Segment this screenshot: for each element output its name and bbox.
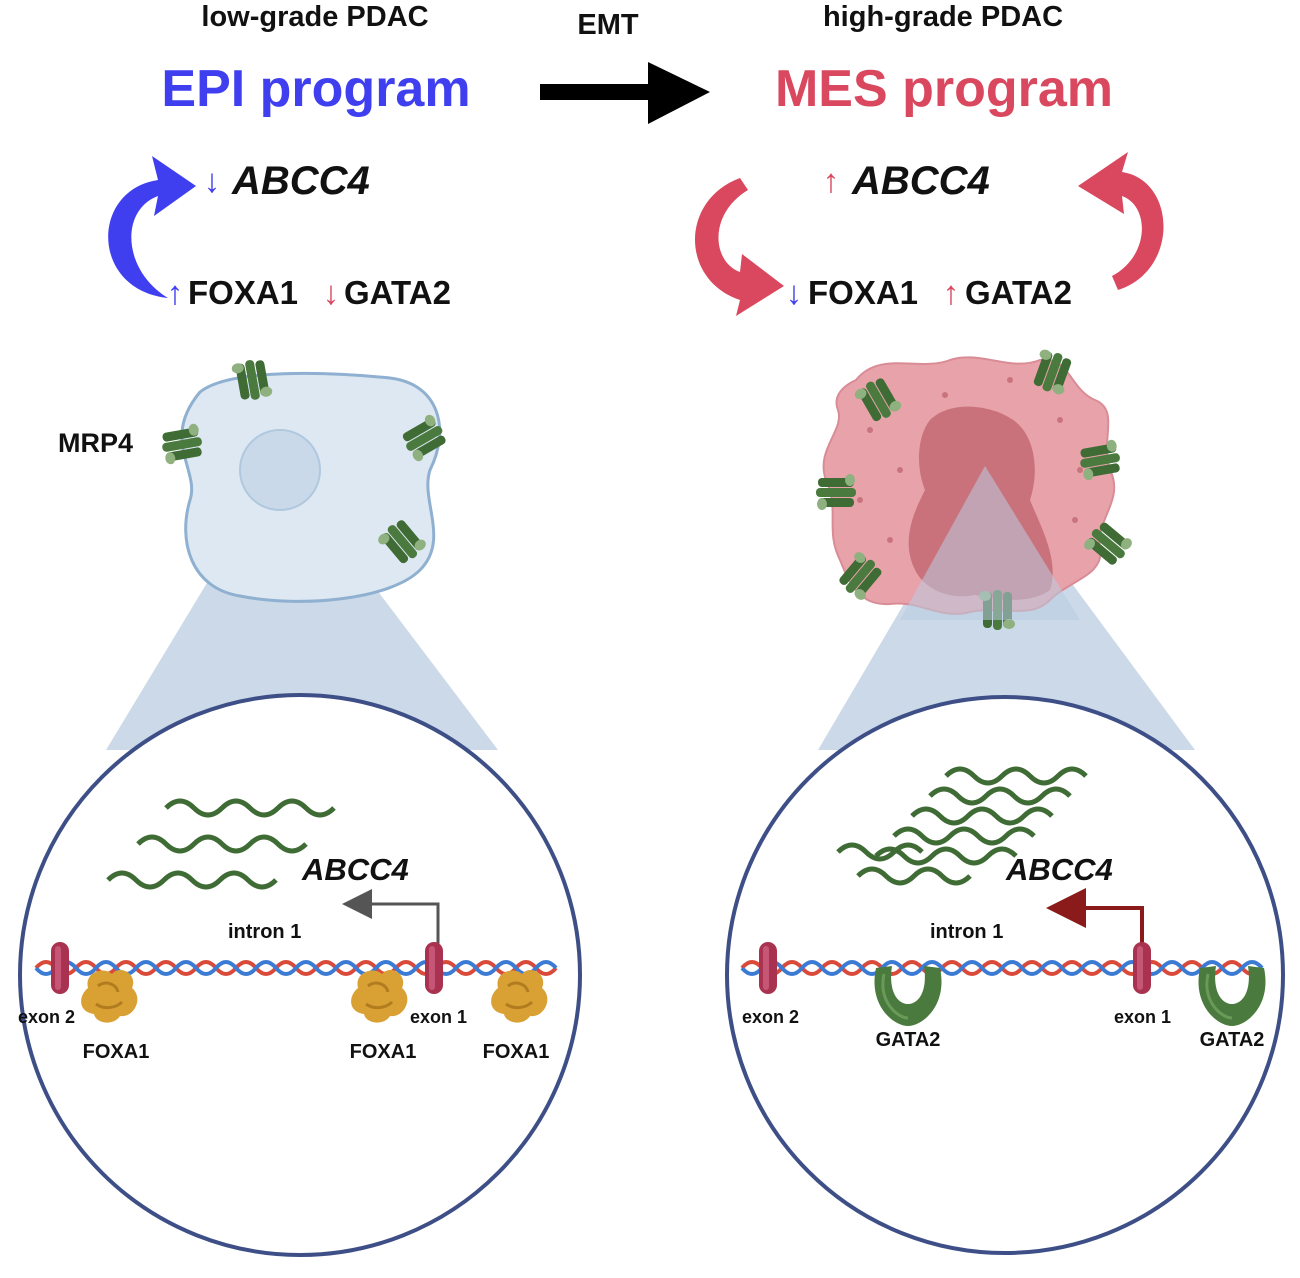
right-exon2-block — [759, 942, 777, 994]
right-gata2-factor-label: GATA2 — [876, 1029, 941, 1051]
left-intron-label: intron 1 — [228, 921, 301, 943]
right-zoom-circle — [725, 695, 1285, 1255]
emt-arrow — [540, 62, 710, 124]
right-exon1-label: exon 1 — [1114, 1007, 1171, 1027]
left-exon1-block — [425, 942, 443, 994]
right-abcc4-label: ABCC4 — [851, 159, 990, 203]
left-tss-arrow — [342, 889, 440, 950]
mrp4-label: MRP4 — [58, 428, 133, 458]
right-tss-arrow — [1046, 888, 1144, 950]
left-mrna-transcripts — [106, 798, 336, 890]
epi-program-title: EPI program — [161, 60, 470, 118]
right-intron-label: intron 1 — [930, 921, 1003, 943]
right-gata2-factor-label-2: GATA2 — [1200, 1029, 1265, 1051]
left-exon2-block — [51, 942, 69, 994]
right-gata2-up-arrow: ↑ — [943, 274, 960, 311]
left-zoom-cone — [106, 462, 498, 750]
mes-cell-dots — [857, 377, 1083, 543]
right-gata2-label: GATA2 — [965, 274, 1072, 311]
left-foxa1-factor-label-2: FOXA1 — [350, 1041, 417, 1063]
left-abcc4-label: ABCC4 — [231, 159, 370, 203]
mrp4-transporter — [816, 474, 856, 510]
left-gene-down-arrow: ↓ — [204, 162, 221, 199]
right-grade-label: high-grade PDAC — [823, 1, 1063, 33]
right-feedback-arrow-right — [1078, 152, 1164, 290]
left-foxa1-factor-label: FOXA1 — [83, 1041, 150, 1063]
left-foxa1-factor-label-3: FOXA1 — [483, 1041, 550, 1063]
right-gene-up-arrow: ↑ — [823, 162, 840, 199]
epi-nucleus — [239, 429, 321, 511]
right-mrna-transcripts — [836, 766, 1088, 886]
mes-program-title: MES program — [775, 60, 1113, 118]
right-exon2-label: exon 2 — [742, 1007, 799, 1027]
right-foxa1-label: FOXA1 — [808, 274, 918, 311]
right-feedback-arrow-left — [695, 178, 784, 316]
left-gata2-label: GATA2 — [344, 274, 451, 311]
left-foxa1-up-arrow: ↑ — [167, 274, 184, 311]
right-foxa1-down-arrow: ↓ — [786, 274, 803, 311]
emt-label: EMT — [577, 9, 639, 41]
left-foxa1-label: FOXA1 — [188, 274, 298, 311]
left-feedback-arrow — [108, 156, 196, 298]
right-zoom-cone-overlay — [900, 466, 1080, 620]
right-exon1-block — [1133, 942, 1151, 994]
left-grade-label: low-grade PDAC — [201, 1, 428, 33]
left-exon1-label: exon 1 — [410, 1007, 467, 1027]
left-zoom-circle — [18, 693, 582, 1257]
left-zoom-gene-label: ABCC4 — [301, 852, 409, 887]
right-dna-helix — [740, 960, 1264, 976]
left-exon2-label: exon 2 — [18, 1007, 75, 1027]
right-zoom-gene-label: ABCC4 — [1005, 852, 1113, 887]
left-gata2-down-arrow: ↓ — [323, 274, 340, 311]
